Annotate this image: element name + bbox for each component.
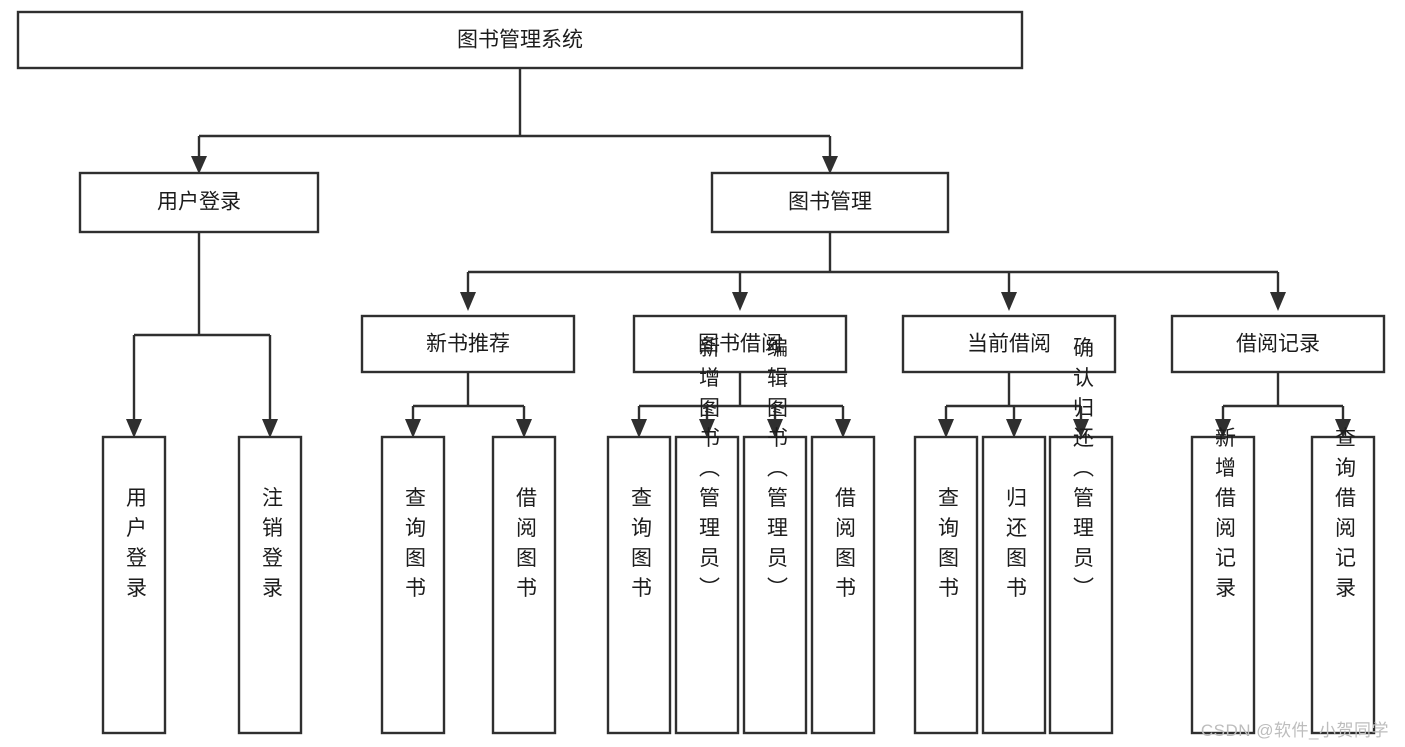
- node-new-book-recommend-label: 新书推荐: [426, 333, 510, 356]
- node-book-borrow-box[interactable]: [632, 314, 848, 374]
- node-borrow-records-box[interactable]: [1170, 314, 1386, 374]
- node-user-login-box[interactable]: [78, 171, 320, 234]
- leaf-nb-query-label: 查询图书: [402, 487, 426, 607]
- node-root-box[interactable]: [16, 10, 1024, 70]
- arrowhead-leaf-c1: [938, 419, 954, 438]
- arrowhead-leaf-r1: [1215, 419, 1231, 438]
- leaf-bb-edit-label: 编辑图书（管理员）: [764, 337, 788, 607]
- arrowhead-user-login: [191, 156, 207, 174]
- leaf-bb-borrow-label: 借阅图书: [832, 487, 856, 607]
- leaf-bb-add-box[interactable]: [674, 435, 740, 735]
- node-user-login[interactable]: 用户登录: [78, 171, 320, 234]
- arrowhead-current: [1001, 292, 1017, 311]
- leaf-node[interactable]: 查询图书: [913, 435, 979, 735]
- leaf-node[interactable]: 查询图书: [606, 435, 672, 735]
- leaf-bb-edit-box[interactable]: [742, 435, 808, 735]
- leaf-cb-return-label: 归还图书: [1003, 487, 1027, 607]
- arrowhead-leaf-n1: [405, 419, 421, 438]
- leaf-node[interactable]: 归还图书: [981, 435, 1047, 735]
- leaf-logout-box[interactable]: [237, 435, 303, 735]
- node-new-book-recommend[interactable]: 新书推荐: [360, 314, 576, 374]
- leaf-br-query-box[interactable]: [1310, 435, 1376, 735]
- node-book-management[interactable]: 图书管理: [710, 171, 950, 234]
- leaf-br-add-box[interactable]: [1190, 435, 1256, 735]
- leaf-node[interactable]: 新增图书（管理员）: [674, 337, 740, 735]
- csdn-watermark: CSDN @软件_小贺同学: [1200, 721, 1389, 740]
- node-book-borrow[interactable]: 图书借阅: [632, 314, 848, 374]
- leaf-br-query-label: 查询借阅记录: [1332, 427, 1356, 607]
- node-book-management-box[interactable]: [710, 171, 950, 234]
- leaf-user-login-label: 用户登录: [123, 487, 147, 607]
- arrowhead-leaf-c2: [1006, 419, 1022, 438]
- node-current-borrow-label: 当前借阅: [967, 333, 1051, 356]
- leaf-node[interactable]: 查询图书: [380, 435, 446, 735]
- arrowhead-borrow: [732, 292, 748, 311]
- node-borrow-records[interactable]: 借阅记录: [1170, 314, 1386, 374]
- leaf-node[interactable]: 确认归还（管理员）: [1048, 337, 1114, 735]
- arrowhead-book-mgmt: [822, 156, 838, 174]
- arrowhead-leaf-n2: [516, 419, 532, 438]
- node-user-login-label: 用户登录: [157, 191, 241, 214]
- arrowhead-leaf-u2: [262, 419, 278, 438]
- arrowhead-leaf-r2: [1335, 419, 1351, 438]
- leaf-node[interactable]: 借阅图书: [810, 435, 876, 735]
- node-book-management-label: 图书管理: [788, 191, 872, 214]
- node-root-label: 图书管理系统: [457, 29, 583, 52]
- arrowhead-leaf-c3: [1073, 419, 1089, 438]
- leaf-nb-borrow-box[interactable]: [491, 435, 557, 735]
- arrowhead-group: [126, 156, 1351, 438]
- leaf-cb-query-box[interactable]: [913, 435, 979, 735]
- arrowhead-leaf-b2: [699, 419, 715, 438]
- leaf-bb-borrow-box[interactable]: [810, 435, 876, 735]
- leaf-cb-confirm-label: 确认归还（管理员）: [1070, 337, 1094, 607]
- node-book-borrow-label: 图书借阅: [698, 333, 782, 356]
- leaf-node[interactable]: 查询借阅记录: [1310, 427, 1376, 735]
- leaf-node[interactable]: 新增借阅记录: [1190, 427, 1256, 735]
- arrowhead-new-book: [460, 292, 476, 311]
- leaf-cb-confirm-box[interactable]: [1048, 435, 1114, 735]
- arrowhead-leaf-u1: [126, 419, 142, 438]
- leaf-node[interactable]: 注销登录: [237, 435, 303, 735]
- leaf-bb-query-box[interactable]: [606, 435, 672, 735]
- node-current-borrow-box[interactable]: [901, 314, 1117, 374]
- leaf-nb-query-box[interactable]: [380, 435, 446, 735]
- leaf-br-add-label: 新增借阅记录: [1212, 427, 1236, 607]
- leaf-cb-return-box[interactable]: [981, 435, 1047, 735]
- leaf-bb-query-label: 查询图书: [628, 487, 652, 607]
- leaf-node[interactable]: 编辑图书（管理员）: [742, 337, 808, 735]
- node-root-system[interactable]: 图书管理系统: [16, 10, 1024, 70]
- arrowhead-leaf-b1: [631, 419, 647, 438]
- leaf-nb-borrow-label: 借阅图书: [513, 487, 537, 607]
- leaf-logout-label: 注销登录: [259, 487, 283, 607]
- leaf-node[interactable]: 借阅图书: [491, 435, 557, 735]
- leaf-bb-add-label: 新增图书（管理员）: [696, 337, 720, 607]
- connector-group: [132, 68, 1345, 420]
- leaf-node[interactable]: 用户登录: [101, 435, 167, 735]
- node-new-book-recommend-box[interactable]: [360, 314, 576, 374]
- node-current-borrow[interactable]: 当前借阅: [901, 314, 1117, 374]
- arrowhead-leaf-b3: [767, 419, 783, 438]
- leaf-user-login-box[interactable]: [101, 435, 167, 735]
- arrowhead-records: [1270, 292, 1286, 311]
- leaf-cb-query-label: 查询图书: [935, 487, 959, 607]
- arrowhead-leaf-b4: [835, 419, 851, 438]
- node-borrow-records-label: 借阅记录: [1236, 333, 1320, 356]
